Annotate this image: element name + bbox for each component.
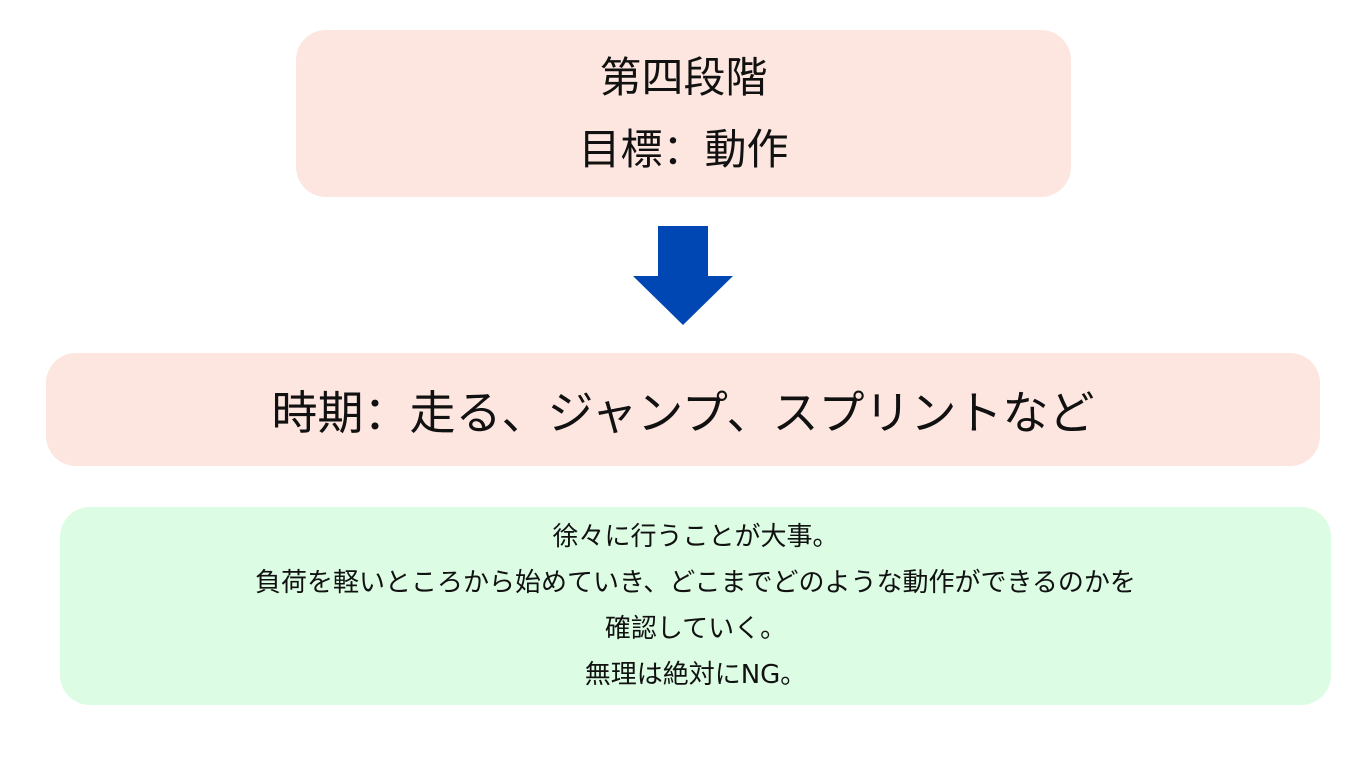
- stage-title: 第四段階: [599, 52, 768, 102]
- period-text: 時期：走る、ジャンプ、スプリントなど: [271, 385, 1095, 440]
- note-line: 負荷を軽いところから始めていき、どこまでどのような動作ができるのかを: [255, 568, 1136, 598]
- down-arrow-icon: [633, 226, 733, 325]
- note-line: 徐々に行うことが大事。: [552, 522, 839, 552]
- period-box: 時期：走る、ジャンプ、スプリントなど: [46, 353, 1320, 466]
- note-line: 無理は絶対にNG。: [584, 660, 807, 690]
- note-line: 確認していく。: [604, 614, 787, 644]
- stage-box: 第四段階 目標：動作: [296, 30, 1071, 197]
- stage-goal: 目標：動作: [578, 124, 789, 174]
- note-box: 徐々に行うことが大事。 負荷を軽いところから始めていき、どこまでどのような動作が…: [60, 507, 1331, 705]
